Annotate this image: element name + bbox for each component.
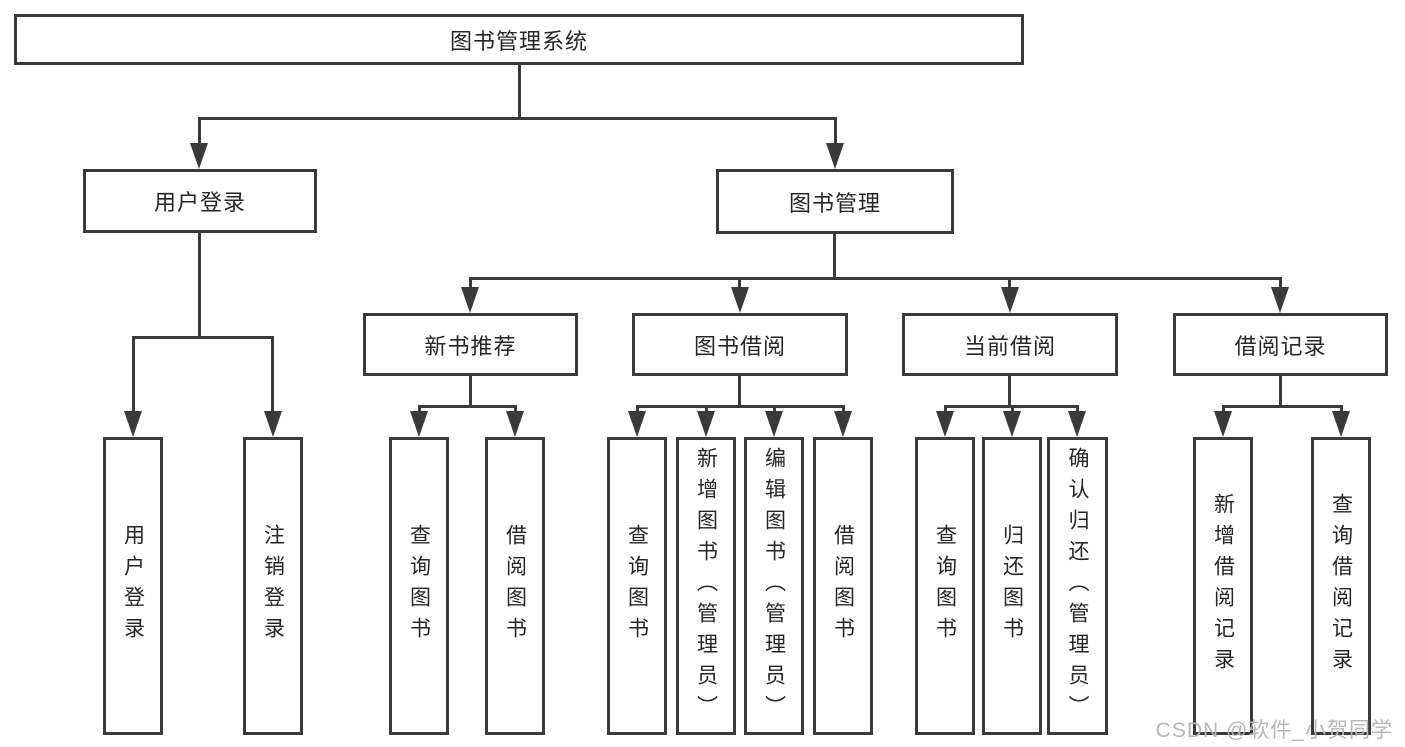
connector-cb-return-shaft	[1011, 405, 1014, 415]
leaf-current-confirm-return-admin: 确认归还（管理员）	[1047, 437, 1108, 735]
arrowhead-bb-edit-icon	[765, 411, 783, 437]
connector-book-borrow-branch	[636, 405, 845, 408]
connector-book-mgmt-shaft	[834, 117, 837, 145]
connector-user-login-branch	[132, 336, 274, 339]
arrowhead-br-add-icon	[1214, 411, 1232, 437]
leaf-borrowing-borrow-books: 借阅图书	[813, 437, 873, 735]
leaf-user-login: 用户登录	[103, 437, 163, 735]
node-user-login: 用户登录	[83, 169, 317, 233]
arrowhead-current-borrow-icon	[1001, 287, 1019, 313]
arrowhead-book-borrow-icon	[731, 287, 749, 313]
node-current-borrowing: 当前借阅	[902, 313, 1118, 376]
arrowhead-rec-borrow-icon	[506, 411, 524, 437]
arrowhead-cb-confirm-icon	[1068, 411, 1086, 437]
connector-leaf-logout-shaft	[271, 336, 274, 415]
node-new-book-recommend: 新书推荐	[363, 313, 578, 376]
connector-book-borrow-shaft	[738, 277, 741, 291]
csdn-watermark: CSDN @软件_小贺同学	[1155, 719, 1393, 742]
leaf-borrowing-query-books: 查询图书	[607, 437, 667, 735]
leaf-current-query-books: 查询图书	[915, 437, 975, 735]
connector-current-borrow-shaft	[1008, 277, 1011, 291]
connector-bb-borrow-shaft	[842, 405, 845, 415]
connector-current-borrow-stub	[1008, 376, 1011, 405]
connector-book-borrow-stub	[738, 376, 741, 405]
arrowhead-user-login-icon	[190, 143, 208, 169]
arrowhead-leaf-login-icon	[124, 411, 142, 437]
connector-cb-query-shaft	[944, 405, 947, 415]
arrowhead-bb-add-icon	[697, 411, 715, 437]
leaf-recommend-query-books: 查询图书	[389, 437, 449, 735]
connector-user-login-stub	[198, 233, 201, 336]
arrowhead-leaf-logout-icon	[264, 411, 282, 437]
arrowhead-rec-query-icon	[410, 411, 428, 437]
leaf-borrowing-add-books-admin: 新增图书（管理员）	[676, 437, 736, 735]
leaf-current-return-books: 归还图书	[982, 437, 1042, 735]
connector-root-stub	[518, 65, 521, 117]
connector-leaf-login-shaft	[132, 336, 135, 415]
connector-borrow-record-branch	[1222, 405, 1343, 408]
connector-rec-query-shaft	[418, 405, 421, 415]
connector-new-book-shaft	[469, 277, 472, 291]
connector-rec-borrow-shaft	[514, 405, 517, 415]
connector-new-book-stub	[469, 376, 472, 405]
connector-bb-add-shaft	[705, 405, 708, 415]
connector-bb-query-shaft	[636, 405, 639, 415]
arrowhead-bb-query-icon	[628, 411, 646, 437]
connector-cb-confirm-shaft	[1076, 405, 1079, 415]
arrowhead-borrow-record-icon	[1271, 287, 1289, 313]
leaf-record-query-borrow-record: 查询借阅记录	[1311, 437, 1371, 735]
connector-br-add-shaft	[1222, 405, 1225, 415]
arrowhead-bb-borrow-icon	[834, 411, 852, 437]
connector-br-query-shaft	[1340, 405, 1343, 415]
arrowhead-cb-query-icon	[936, 411, 954, 437]
leaf-borrowing-edit-books-admin: 编辑图书（管理员）	[744, 437, 804, 735]
arrowhead-book-mgmt-icon	[826, 143, 844, 169]
arrowhead-br-query-icon	[1332, 411, 1350, 437]
connector-bb-edit-shaft	[773, 405, 776, 415]
node-book-borrowing: 图书借阅	[632, 313, 848, 376]
node-book-management: 图书管理	[716, 169, 954, 234]
connector-borrow-record-shaft	[1279, 277, 1282, 291]
connector-user-login-shaft	[198, 117, 201, 145]
connector-book-mgmt-stub	[833, 234, 836, 277]
connector-level3-branch	[469, 277, 1282, 280]
leaf-logout: 注销登录	[243, 437, 303, 735]
arrowhead-new-book-icon	[461, 287, 479, 313]
leaf-record-add-borrow-record: 新增借阅记录	[1193, 437, 1253, 735]
leaf-recommend-borrow-books: 借阅图书	[485, 437, 545, 735]
arrowhead-cb-return-icon	[1003, 411, 1021, 437]
connector-borrow-record-stub	[1279, 376, 1282, 405]
connector-new-book-branch	[418, 405, 517, 408]
node-library-management-system: 图书管理系统	[14, 14, 1024, 65]
node-borrow-records: 借阅记录	[1173, 313, 1388, 376]
connector-level2-branch	[198, 117, 837, 120]
